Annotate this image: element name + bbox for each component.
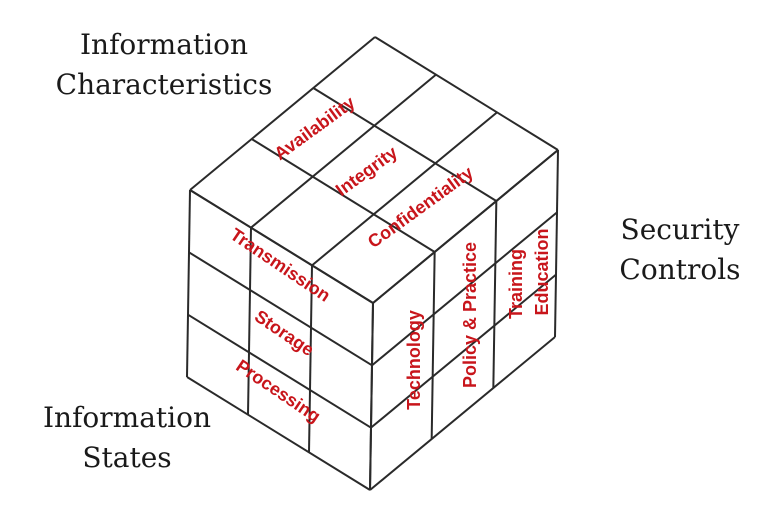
technology-label: Technology bbox=[404, 310, 424, 410]
right-face-line bbox=[430, 251, 436, 440]
left-face-line bbox=[186, 376, 371, 491]
controls-line-1: Security bbox=[620, 213, 740, 246]
integrity-label: Integrity bbox=[332, 142, 401, 200]
left-face-line bbox=[187, 313, 372, 429]
storage-label: Storage bbox=[251, 306, 318, 360]
top-face-line bbox=[189, 36, 376, 191]
left-face-line bbox=[308, 265, 313, 453]
states-line-2: States bbox=[82, 441, 172, 474]
top-face-line bbox=[311, 111, 498, 267]
top-face-line bbox=[251, 138, 436, 253]
states-line-1: Information bbox=[42, 401, 212, 434]
policy-practice-label: Policy & Practice bbox=[460, 242, 480, 388]
right-face-line bbox=[370, 273, 557, 429]
cube-grid-lines bbox=[186, 36, 559, 491]
left-face-line bbox=[369, 302, 374, 491]
information-states-label: Information States bbox=[22, 398, 232, 478]
top-face-line bbox=[374, 36, 559, 151]
right-face-line bbox=[492, 200, 498, 389]
right-face-line bbox=[554, 149, 559, 338]
characteristics-line-2: Characteristics bbox=[55, 68, 273, 101]
left-face-line bbox=[247, 227, 252, 415]
availability-label: Availability bbox=[270, 92, 358, 164]
characteristics-line-1: Information bbox=[79, 28, 249, 61]
right-face-line bbox=[371, 211, 558, 367]
transmission-label: Transmission bbox=[227, 224, 334, 305]
controls-line-2: Controls bbox=[619, 253, 741, 286]
information-characteristics-label: Information Characteristics bbox=[44, 25, 284, 105]
top-face-line bbox=[372, 149, 559, 304]
top-face-line bbox=[312, 87, 497, 202]
security-controls-label: Security Controls bbox=[600, 210, 760, 290]
education-label: Education bbox=[532, 228, 552, 315]
right-face-line bbox=[369, 336, 556, 491]
top-face-line bbox=[250, 73, 437, 229]
left-face-line bbox=[188, 251, 373, 367]
left-face-line bbox=[186, 189, 191, 378]
training-label: Training bbox=[506, 249, 526, 319]
left-face-line bbox=[189, 189, 374, 304]
